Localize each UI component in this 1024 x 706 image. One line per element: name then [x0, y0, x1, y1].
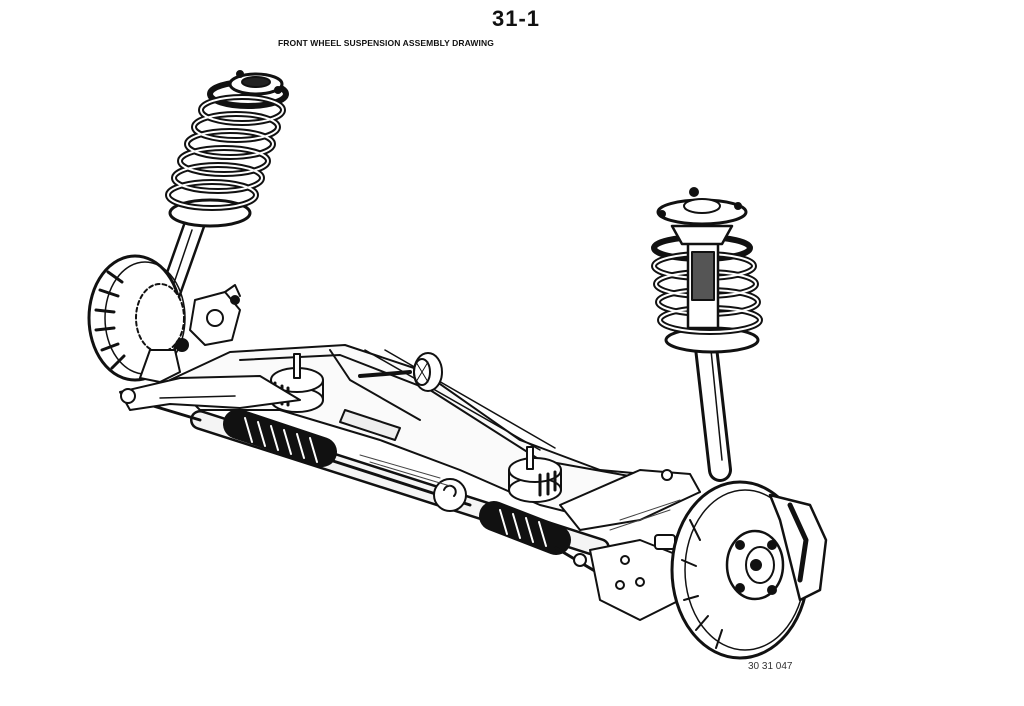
right-brake-disc: [670, 480, 828, 660]
page-title: FRONT WHEEL SUSPENSION ASSEMBLY DRAWING: [278, 38, 494, 48]
left-brake-disc: [87, 254, 241, 383]
shading-lines: [359, 454, 681, 531]
stabilizer-bushing: [358, 352, 443, 392]
steering-rack: [123, 396, 642, 594]
right-engine-mount: [508, 446, 562, 503]
left-control-arm: [119, 375, 301, 411]
right-strut-assembly: [651, 187, 763, 482]
page-number: 31-1: [491, 6, 541, 31]
right-control-arm: [559, 469, 701, 621]
right-rack-bellows: [479, 501, 571, 555]
figure-id: 30 31 047: [748, 661, 793, 672]
left-rack-bellows: [223, 409, 337, 467]
